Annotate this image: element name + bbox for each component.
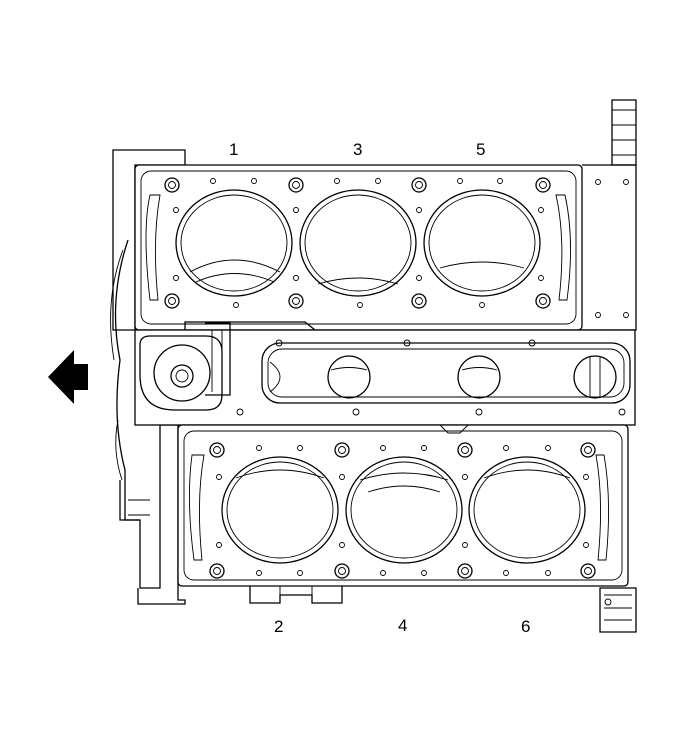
cylinder-label-3: 3: [353, 140, 362, 159]
cylinder-label-6: 6: [521, 617, 530, 636]
cylinder-labels-lower: 2 4 6: [274, 616, 530, 636]
lower-head-bolt-holes: [209, 442, 596, 579]
upper-head-bolt-holes: [164, 177, 551, 309]
cylinder-bore-4: [345, 456, 463, 564]
upper-small-holes: [173, 178, 544, 308]
cylinder-label-2: 2: [274, 617, 283, 636]
cylinder-bore-6: [468, 456, 586, 564]
cylinder-label-1: 1: [229, 140, 238, 159]
valley-openings: [269, 355, 617, 399]
cylinder-bore-5: [423, 189, 541, 297]
cylinder-label-5: 5: [476, 140, 485, 159]
cylinder-labels-upper: 1 3 5: [229, 140, 485, 159]
arrow-left-icon: [48, 350, 88, 404]
cylinder-label-4: 4: [398, 616, 407, 635]
valley-section: [134, 321, 636, 426]
lower-small-holes: [216, 445, 589, 576]
cylinder-bore-3: [299, 189, 417, 297]
cylinder-bore-2: [221, 456, 339, 564]
lower-bank-gasket: [177, 424, 629, 587]
cylinder-bore-1: [175, 189, 293, 297]
upper-bank-gasket: [134, 164, 583, 331]
